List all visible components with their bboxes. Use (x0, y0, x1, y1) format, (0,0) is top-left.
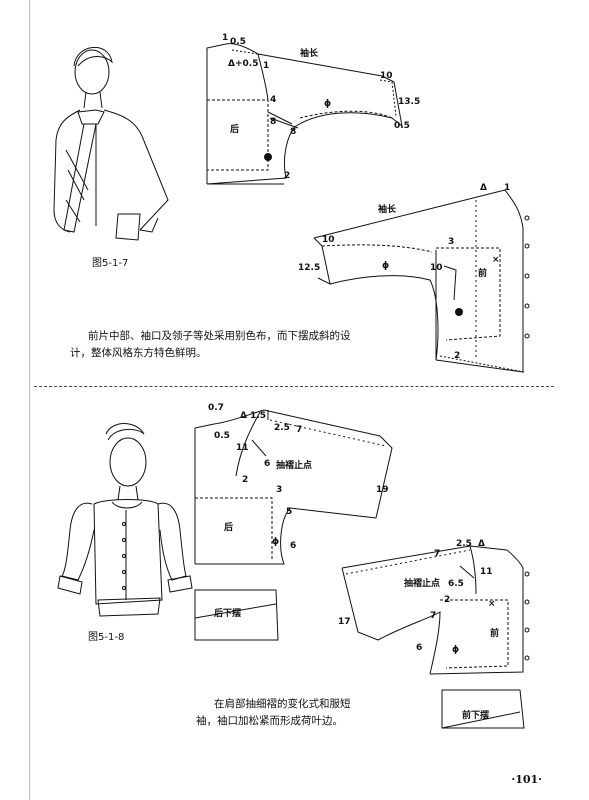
fig2-front-pattern (341, 545, 530, 729)
fig2-back-n5: 5 (286, 507, 292, 517)
fig2-front-hem: 前下摆 (462, 709, 489, 721)
figure-5-1-8-illustration (57, 423, 193, 617)
fig2-back-n3: 3 (276, 485, 282, 495)
fig1-front-label: 前 (478, 267, 487, 279)
fig1-back-phi: ϕ (324, 99, 331, 109)
fig1-back-n05: 0.5 (230, 37, 246, 47)
figure-5-1-7-illustration (53, 46, 169, 241)
fig2-back-n05: 0.5 (214, 431, 230, 441)
fig2-back-n6b: 6 (290, 541, 296, 551)
fig1-back-n05b: 0.5 (394, 121, 410, 131)
fig1-back-sleeve: 袖长 (299, 47, 319, 59)
fig1-front-n125: 12.5 (298, 263, 320, 273)
fig1-back-n4: 4 (270, 95, 276, 105)
figure-label-5-1-7: 图5-1-7 (92, 258, 129, 269)
fig1-back-pattern (206, 43, 403, 185)
fig2-back-n19: 19 (376, 485, 389, 495)
fig1-front-delta: Δ (480, 183, 487, 193)
fig2-front-n7: 7 (434, 549, 440, 559)
fig2-back-hem: 后下摆 (214, 607, 241, 619)
fig2-front-n17: 17 (338, 617, 351, 627)
fig1-front-pattern (313, 189, 530, 373)
fig2-back-n11: 11 (236, 443, 249, 453)
fig1-back-n8b: 8 (290, 127, 296, 137)
fig2-front-n7b: 7 (430, 611, 436, 621)
fig2-front-n2: 2 (444, 595, 450, 605)
fig2-back-n25: 2.5 (274, 423, 290, 433)
fig2-back-pattern (194, 409, 393, 641)
caption-5-1-7-line1: 前片中部、袖口及领子等处采用别色布，而下摆成斜的设 (88, 330, 351, 342)
fig1-front-x: × (492, 255, 500, 265)
fig2-front-n25: 2.5 (456, 539, 472, 549)
fig1-front-sleeve: 袖长 (377, 203, 397, 215)
fig1-back-n1b: 1 (263, 61, 269, 71)
fig1-front-n10a: 10 (322, 235, 335, 245)
fig2-front-x: × (488, 599, 496, 609)
fig1-back-label: 后 (230, 123, 239, 135)
fig2-front-label: 前 (490, 627, 499, 639)
fig2-front-phi: ϕ (452, 645, 459, 655)
fig2-front-gather: 抽褶止点 (404, 577, 440, 589)
fig2-back-label: 后 (224, 521, 233, 533)
fig1-front-n3: 3 (448, 237, 454, 247)
fig2-front-n11: 11 (480, 567, 493, 577)
caption-5-1-8-line2: 袖，袖口加松紧而形成荷叶边。 (196, 715, 343, 727)
fig1-front-n1: 1 (504, 183, 510, 193)
fig2-back-n7: 7 (296, 425, 302, 435)
fig1-back-n10: 10 (380, 71, 393, 81)
fig2-back-phi: ϕ (272, 537, 279, 547)
section-divider (34, 386, 554, 387)
fig2-back-delta15: Δ 1.5 (240, 411, 266, 421)
fig1-back-n1: 1 (222, 33, 228, 43)
fig2-back-gather: 抽褶止点 (276, 459, 312, 471)
fig1-front-phi: ϕ (382, 261, 389, 271)
figure-label-5-1-8: 图5-1-8 (88, 632, 125, 643)
fig1-back-n2: 2 (284, 171, 290, 181)
fig2-back-n6: 6 (264, 459, 270, 469)
left-margin-line (29, 0, 30, 800)
page-number: ·101· (511, 773, 542, 786)
fig1-back-delta: Δ+0.5 (228, 59, 258, 69)
caption-5-1-7-line2: 计，整体风格东方特色鲜明。 (70, 347, 207, 359)
fig1-back-n8a: 8 (270, 117, 276, 127)
fig2-back-n2: 2 (242, 475, 248, 485)
fig1-front-n10b: 10 (430, 263, 443, 273)
fig2-front-delta: Δ (478, 539, 485, 549)
fig2-front-n65: 6.5 (448, 579, 464, 589)
fig1-back-n135: 13.5 (398, 97, 420, 107)
fig2-back-n07: 0.7 (208, 403, 224, 413)
fig1-front-n2: 2 (454, 351, 460, 361)
caption-5-1-8-line1: 在肩部抽细褶的变化式和服短 (214, 698, 351, 710)
fig2-front-n6: 6 (416, 643, 422, 653)
